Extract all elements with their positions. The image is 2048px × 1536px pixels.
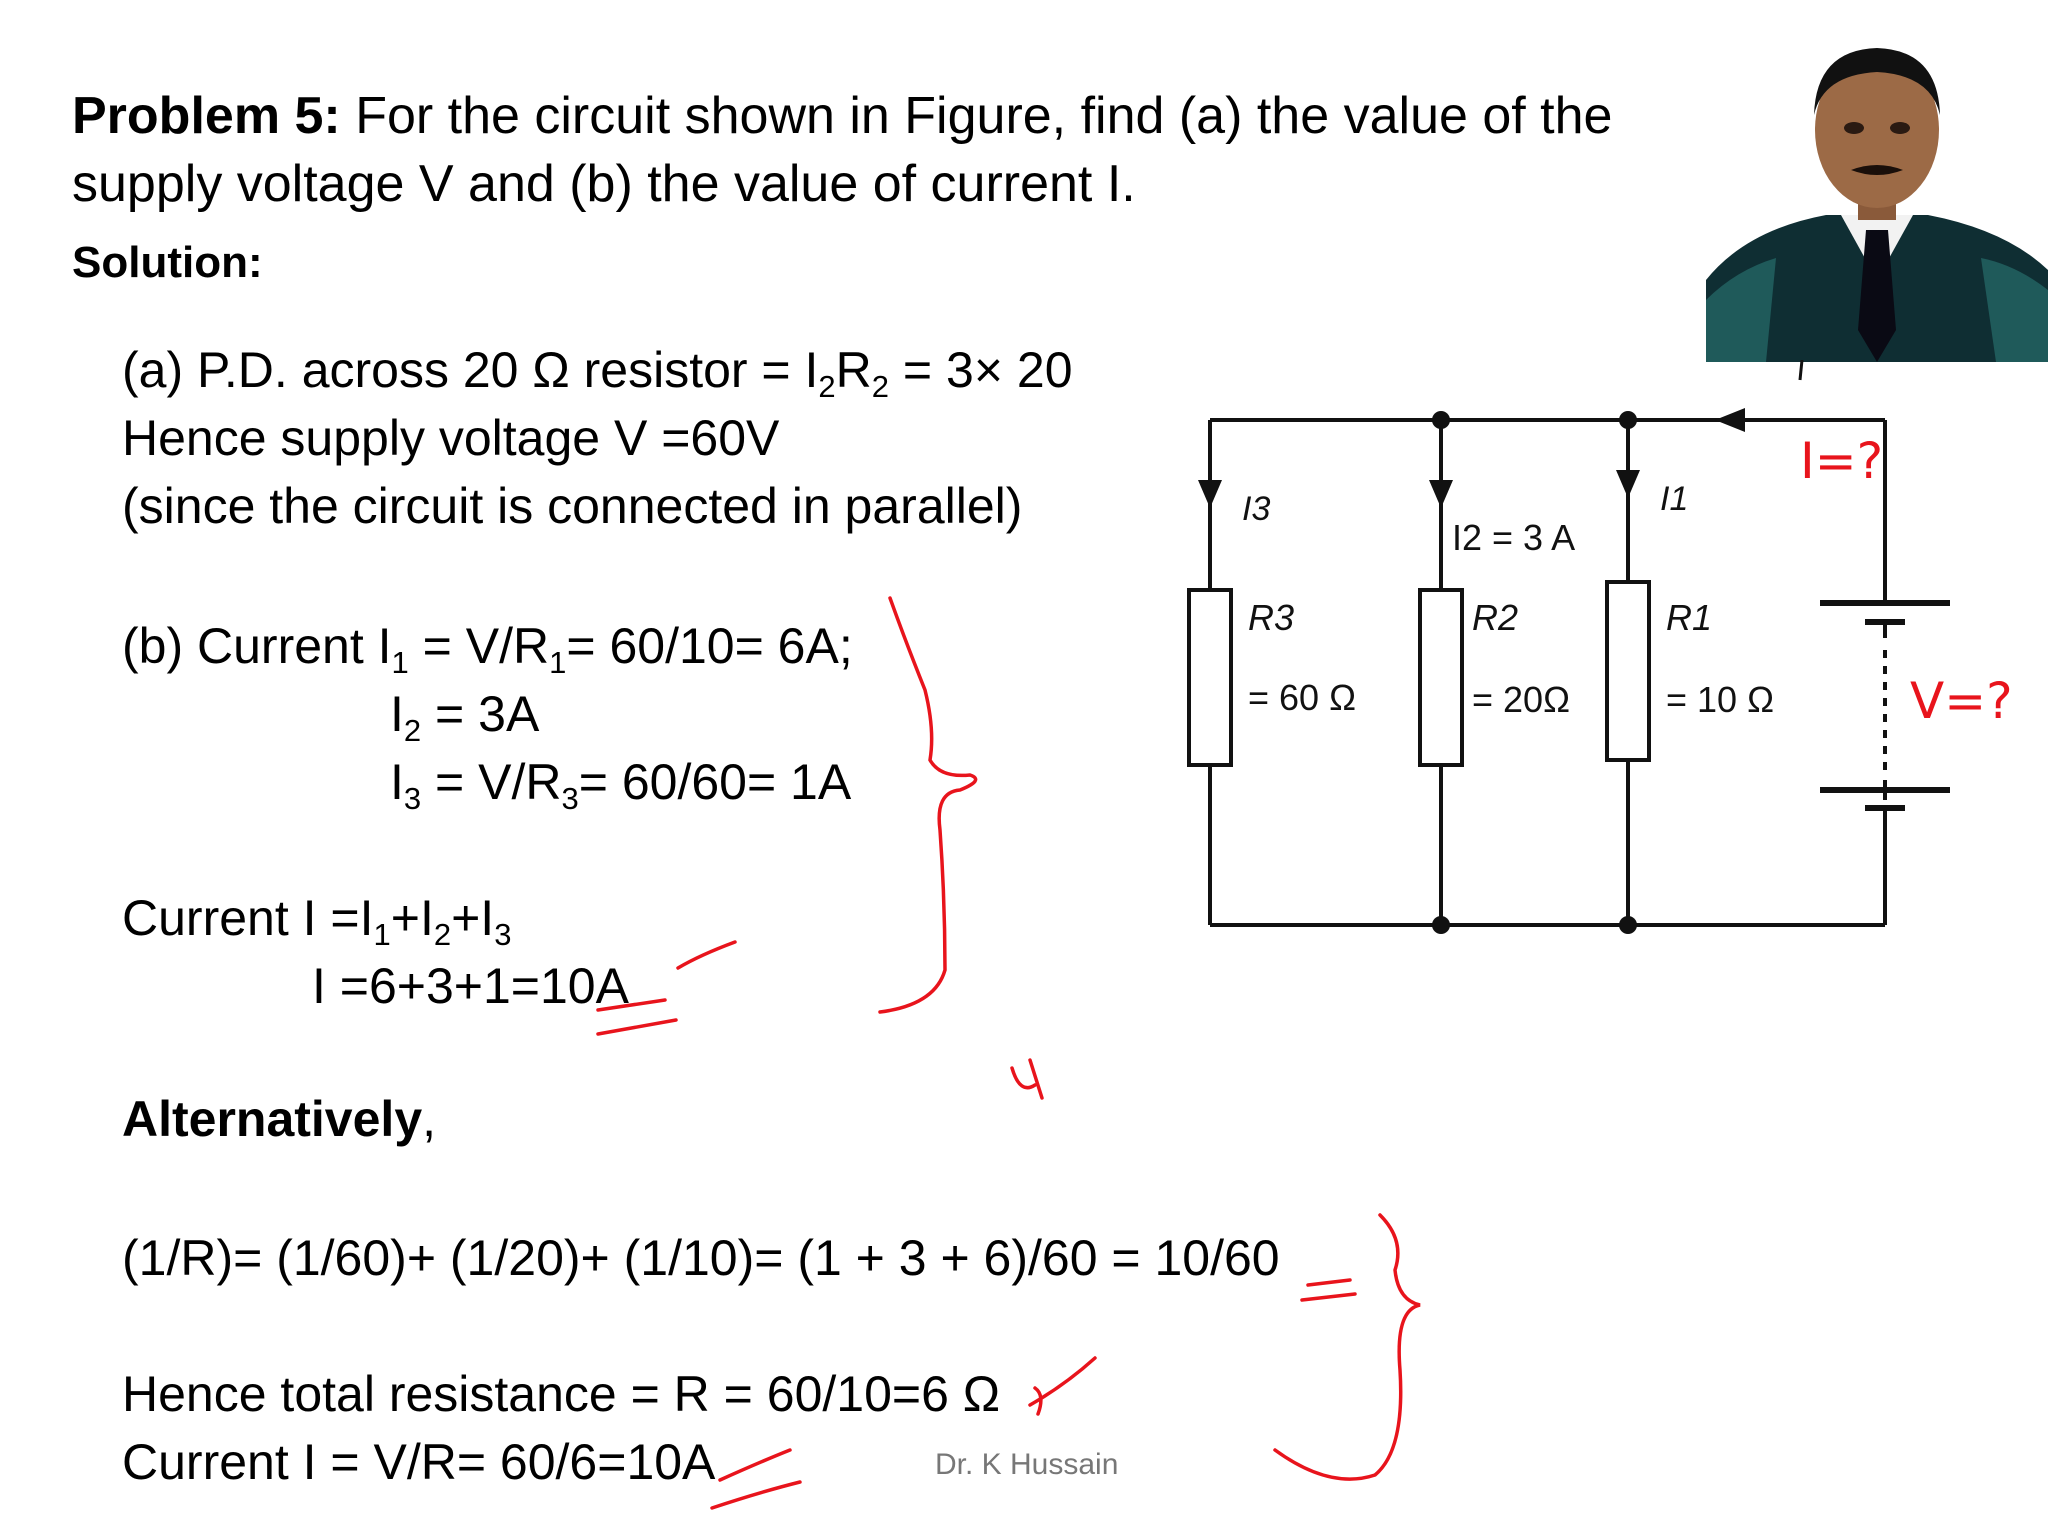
- total-current-line1: Current I =I1+I2+I3: [122, 890, 512, 952]
- circuit-diagram: I3 I2 = 3 A I1 R3 = 60 Ω R2 = 20Ω R1 = 1…: [1140, 359, 2000, 965]
- problem-text-line1: For the circuit shown in Figure, find (a…: [355, 87, 1613, 145]
- value-r2: = 20Ω: [1472, 679, 1570, 720]
- problem-label: Problem 5:: [72, 87, 341, 145]
- part-a-line3: (since the circuit is connected in paral…: [122, 478, 1023, 534]
- part-a-line2: Hence supply voltage V =60V: [122, 410, 780, 466]
- alt-resistance: Hence total resistance = R = 60/10=6 Ω: [122, 1366, 1001, 1422]
- part-b-i3: I3 = V/R3= 60/60= 1A: [390, 754, 852, 816]
- alternatively-heading: Alternatively,: [122, 1091, 437, 1147]
- label-i2: I2 = 3 A: [1452, 517, 1575, 558]
- problem-text-line2: supply voltage V and (b) the value of cu…: [72, 155, 1136, 213]
- alt-current: Current I = V/R= 60/6=10A: [122, 1434, 716, 1490]
- solution-label: Solution:: [72, 238, 263, 287]
- alt-equation: (1/R)= (1/60)+ (1/20)+ (1/10)= (1 + 3 + …: [122, 1230, 1280, 1286]
- part-a-line1: (a) P.D. across 20 Ω resistor = I2R2 = 3…: [122, 342, 1073, 404]
- problem-statement: Problem 5: For the circuit shown in Figu…: [72, 82, 1612, 218]
- label-r1: R1: [1666, 597, 1712, 638]
- part-b-i2: I2 = 3A: [390, 686, 540, 748]
- label-r3: R3: [1248, 597, 1294, 638]
- label-i3: I3: [1242, 490, 1270, 528]
- value-r3: = 60 Ω: [1248, 677, 1356, 718]
- part-b-i1: (b) Current I1 = V/R1= 60/10= 6A;: [122, 618, 853, 680]
- presenter-photo: [1706, 30, 2048, 362]
- label-r2: R2: [1472, 597, 1518, 638]
- footer-author: Dr. K Hussain: [935, 1448, 1119, 1481]
- label-i1: I1: [1660, 480, 1688, 518]
- total-current-line2: I =6+3+1=10A: [312, 958, 629, 1014]
- value-r1: = 10 Ω: [1666, 679, 1774, 720]
